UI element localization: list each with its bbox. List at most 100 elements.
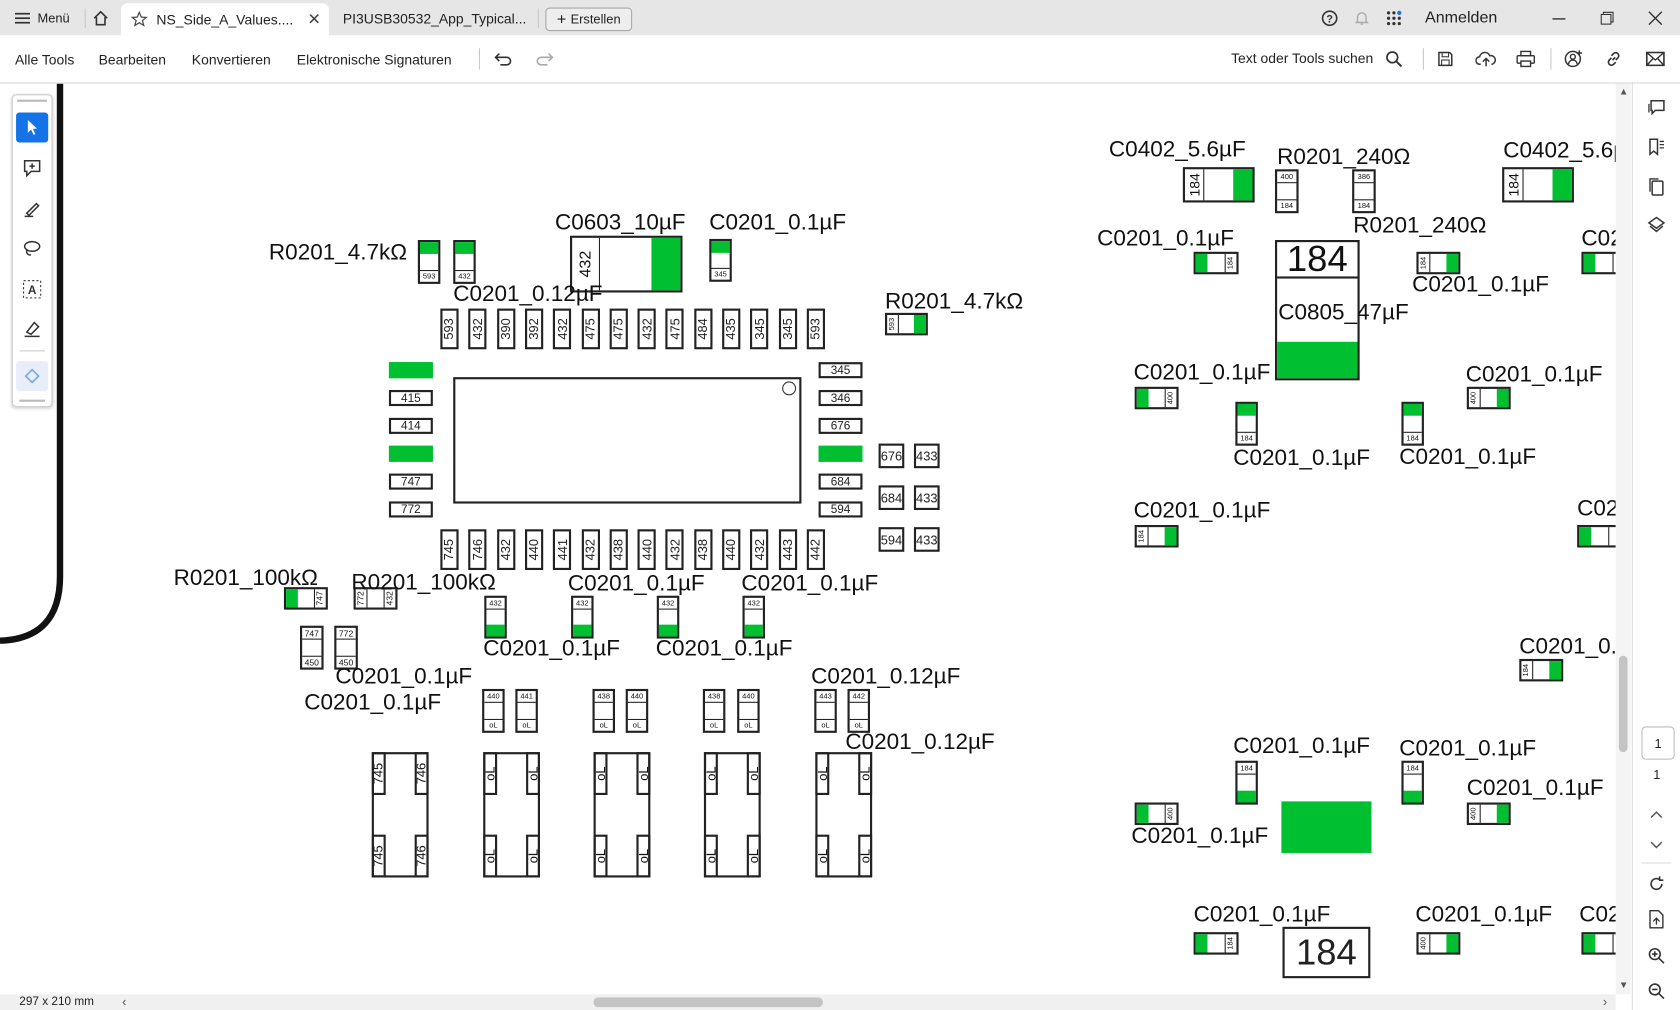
search-tools-label[interactable]: Text oder Tools suchen [1231, 50, 1374, 67]
component[interactable]: 184 [1193, 932, 1239, 955]
test-pad[interactable]: 594 [878, 527, 905, 552]
tab-ns-side-a-values[interactable]: NS_Side_A_Values.... ✕ [121, 3, 329, 36]
ic-pin-top[interactable]: 475 [609, 308, 628, 350]
ic-pin-left[interactable]: 415 [388, 390, 433, 407]
component[interactable]: 184 [1401, 760, 1424, 805]
drag-handle[interactable] [17, 99, 48, 102]
help-icon[interactable]: ? [1320, 9, 1339, 28]
comments-icon[interactable] [1646, 96, 1667, 117]
ic-pin-right[interactable]: 346 [818, 390, 863, 407]
ic-pin-top[interactable]: 593 [806, 308, 825, 350]
menu-edit[interactable]: Bearbeiten [98, 51, 166, 68]
ic-pin-bottom[interactable]: 746 [468, 529, 487, 571]
ic-pin-bottom[interactable]: 438 [693, 529, 713, 571]
sign-pen-icon[interactable] [16, 314, 48, 344]
vertical-scrollbar[interactable]: ▲ ▼ [1615, 83, 1631, 995]
ic-pin-right[interactable]: 676 [818, 417, 863, 434]
undo-icon[interactable] [494, 49, 513, 68]
component[interactable]: 184 [1182, 167, 1255, 203]
ic-pin-right[interactable] [818, 445, 863, 462]
component[interactable]: 400 [1134, 802, 1179, 826]
ic-pin-top[interactable]: 484 [693, 308, 713, 350]
create-button[interactable]: + Erstellen [545, 7, 633, 32]
component[interactable]: 593 [885, 312, 928, 336]
save-icon[interactable] [1436, 49, 1455, 68]
component[interactable]: 432 [484, 595, 507, 639]
apps-grid-icon[interactable] [1384, 9, 1403, 28]
ic-pin-top[interactable]: 435 [722, 308, 741, 350]
ic-pin-bottom[interactable]: 440 [722, 529, 741, 571]
drag-handle[interactable] [19, 399, 46, 402]
component[interactable]: 400 [1134, 386, 1179, 410]
component[interactable]: 184 [1519, 658, 1564, 682]
current-page-input[interactable]: 1 [1641, 726, 1675, 760]
page-fit-icon[interactable] [1646, 909, 1667, 930]
redo-icon[interactable] [535, 49, 554, 68]
component[interactable]: 400 [1466, 802, 1511, 826]
capacitor-c0805[interactable]: 184 [1275, 240, 1360, 381]
highlight-pen-icon[interactable] [16, 194, 48, 224]
previous-page-icon[interactable] [1646, 804, 1667, 825]
ic-pin-right[interactable]: 345 [818, 362, 863, 379]
component[interactable]: 432 [656, 595, 680, 639]
star-icon[interactable] [130, 10, 149, 29]
ic-pin-top[interactable]: 345 [750, 308, 769, 350]
text-recognition-icon[interactable]: A [16, 274, 48, 304]
ic-pin-bottom[interactable]: 442 [806, 529, 825, 571]
component[interactable]: 184 [1193, 251, 1239, 275]
rotate-icon[interactable] [1646, 873, 1667, 894]
hamburger-menu-icon[interactable] [14, 11, 31, 26]
print-icon[interactable] [1516, 49, 1535, 68]
component[interactable] [1577, 525, 1616, 548]
component[interactable]: 184 [1235, 760, 1258, 805]
ic-pin-top[interactable]: 432 [637, 308, 656, 350]
component[interactable]: 400 [1466, 386, 1511, 410]
ic-pin-right[interactable]: 594 [818, 501, 863, 518]
draw-lasso-icon[interactable] [16, 234, 48, 264]
select-tool-icon[interactable] [16, 112, 49, 143]
ic-pin-bottom[interactable]: 432 [496, 529, 515, 571]
ic-pin-top[interactable]: 392 [524, 308, 544, 350]
test-pad[interactable]: 433 [913, 527, 940, 552]
capacitor-pad-green[interactable] [1281, 801, 1372, 853]
ic-pin-left[interactable] [388, 445, 433, 462]
horizontal-scroll-thumb[interactable] [593, 997, 823, 1008]
tab-pi3usb30532[interactable]: PI3USB30532_App_Typical... [342, 10, 527, 27]
ic-pin-left[interactable]: 414 [388, 417, 433, 434]
share-user-icon[interactable] [1564, 49, 1583, 68]
search-icon[interactable] [1384, 49, 1403, 68]
next-page-icon[interactable] [1646, 835, 1667, 856]
ic-pin-bottom[interactable]: 432 [750, 529, 769, 571]
cloud-upload-icon[interactable] [1475, 49, 1497, 68]
test-pad[interactable]: 433 [913, 443, 940, 469]
ic-pin-left[interactable] [388, 362, 433, 379]
scroll-right-arrow-icon[interactable]: › [1602, 994, 1608, 1010]
add-comment-icon[interactable] [16, 153, 48, 183]
component[interactable]: 432 [742, 595, 766, 639]
component[interactable]: 593 [417, 240, 441, 284]
test-pad[interactable]: 676 [878, 443, 905, 469]
component[interactable]: 432 [571, 595, 594, 639]
maximize-icon[interactable] [1598, 9, 1617, 28]
component[interactable]: 747 [283, 587, 328, 610]
ic-pin-top[interactable]: 475 [581, 308, 600, 350]
menu-e-signatures[interactable]: Elektronische Signaturen [296, 51, 452, 68]
ic-pin-bottom[interactable]: 438 [609, 529, 628, 571]
vertical-scroll-thumb[interactable] [1618, 655, 1628, 753]
close-window-icon[interactable] [1646, 9, 1665, 28]
component[interactable]: 184 [1235, 401, 1258, 446]
ic-pin-bottom[interactable]: 440 [524, 529, 544, 571]
ic-pin-bottom[interactable]: 441 [553, 529, 572, 571]
close-tab-icon[interactable]: ✕ [307, 10, 321, 29]
ic-pin-bottom[interactable]: 432 [581, 529, 600, 571]
